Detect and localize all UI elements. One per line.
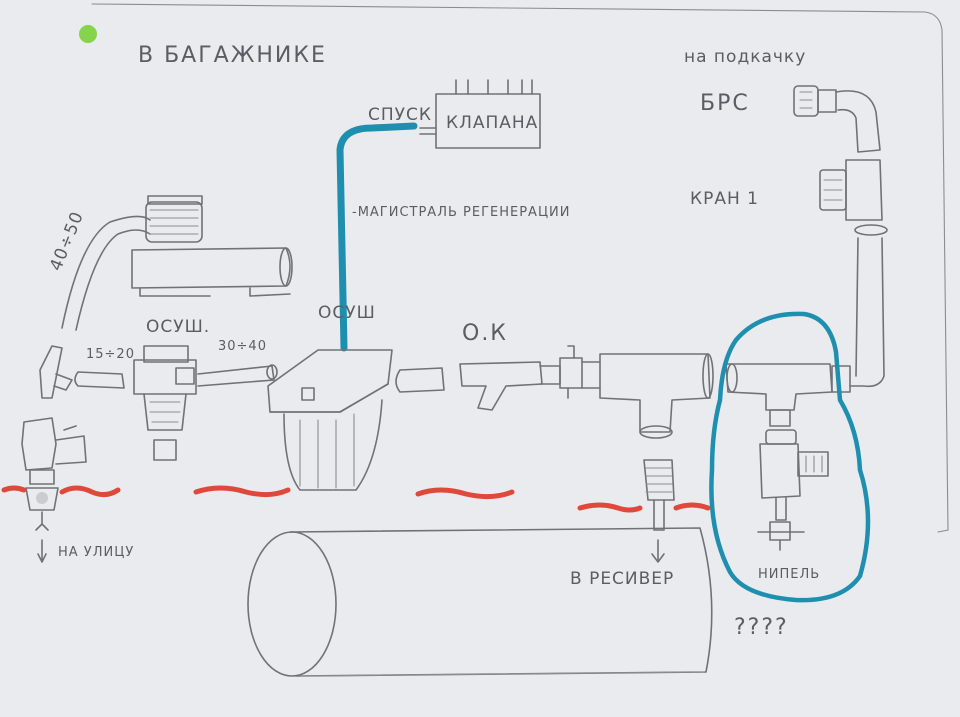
dryer-top [131, 195, 293, 297]
receiver-tank [247, 527, 713, 677]
green-dot [79, 25, 97, 43]
label-regen-line: -МАГИСТРАЛЬ РЕГЕНЕРАЦИИ [352, 205, 571, 220]
check-valve [459, 345, 583, 411]
label-to-receiver: В РЕСИВЕР [570, 569, 674, 589]
brs-connector [793, 85, 881, 153]
pipe-right-vertical [849, 237, 885, 388]
label-ok: О.К [462, 321, 508, 346]
label-size-40-50: 40÷50 [46, 208, 88, 273]
label-question: ???? [734, 615, 789, 640]
label-brs: БРС [700, 91, 750, 116]
nipple-valve [757, 429, 829, 551]
label-nipple: НИПЕЛЬ [758, 567, 820, 582]
dryer-center [267, 349, 393, 491]
pipe-to-ok [395, 367, 445, 393]
tee-right [725, 363, 851, 427]
valve-1 [819, 159, 888, 236]
label-dryer-2: ОСУШ [318, 303, 376, 323]
filter-left [133, 345, 278, 461]
label-to-pump: на подкачку [684, 47, 806, 67]
paper-border [91, 3, 949, 533]
label-dryer-1: ОСУШ. [146, 317, 210, 337]
receiver-inlet [643, 459, 675, 563]
hose-40-50 [61, 215, 151, 331]
floor-line [1, 485, 711, 513]
label-release: СПУСК [368, 105, 432, 125]
valves-box [419, 79, 541, 149]
label-size-15-20: 15÷20 [86, 347, 135, 362]
blue-highlight-outline [709, 311, 871, 603]
label-valves: КЛАПАНА [446, 113, 538, 133]
small-fitting-left [39, 345, 125, 399]
label-size-30-40: 30÷40 [218, 339, 267, 354]
diagram-title: В БАГАЖНИКЕ [138, 43, 327, 68]
drain-valve-left [21, 417, 87, 563]
regeneration-line [336, 122, 418, 352]
tee-center [581, 353, 714, 439]
label-outside: НА УЛИЦУ [58, 545, 134, 560]
label-valve: КРАН 1 [690, 189, 759, 209]
